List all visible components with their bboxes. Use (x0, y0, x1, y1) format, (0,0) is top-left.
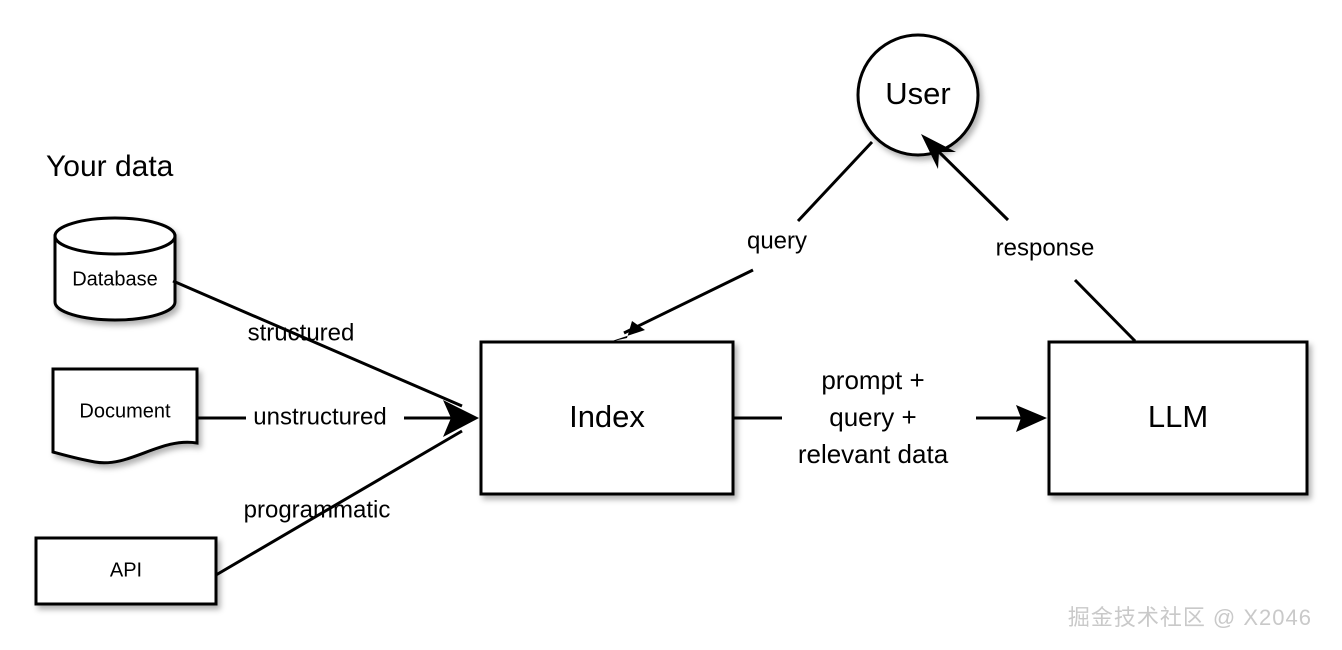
database-body (53, 234, 177, 322)
node-user[interactable] (856, 33, 980, 157)
edge-api-to-index (215, 429, 463, 577)
edge-database-to-index (172, 279, 463, 408)
edge-label-query: query (747, 227, 807, 254)
edge-label-prompt-line1: prompt + (821, 365, 924, 395)
user-label: User (885, 76, 950, 111)
database-label: Database (72, 268, 158, 290)
node-index[interactable] (479, 340, 735, 496)
api-body (34, 536, 218, 606)
edge-label-prompt-line2: query + (829, 402, 916, 432)
index-input-arrowhead (443, 400, 479, 437)
api-label: API (110, 559, 142, 581)
node-api[interactable] (34, 536, 218, 606)
edge-llm-to-user-seg1 (1073, 278, 1137, 343)
index-label: Index (569, 399, 645, 434)
database-top-ellipse (53, 216, 177, 256)
document-label: Document (79, 400, 171, 422)
node-llm[interactable] (1047, 340, 1309, 496)
response-arrowhead (921, 134, 956, 169)
edge-label-prompt-line3: relevant data (798, 439, 949, 469)
edge-llm-to-user-seg2 (933, 146, 1010, 222)
llm-label: LLM (1148, 399, 1208, 434)
watermark-text: 掘金技术社区 @ X2046 (1068, 605, 1312, 630)
edge-label-programmatic: programmatic (244, 496, 391, 523)
node-document[interactable] (51, 367, 199, 465)
data-sources-title: Your data (46, 150, 174, 183)
edge-label-response: response (996, 234, 1095, 261)
user-body (856, 33, 980, 157)
edge-label-unstructured: unstructured (253, 403, 386, 430)
edge-label-structured: structured (248, 319, 355, 346)
query-arrowhead (609, 321, 645, 342)
llm-body (1047, 340, 1309, 496)
llm-input-arrowhead (1016, 405, 1047, 432)
edge-user-to-index-seg2 (623, 268, 754, 335)
node-database[interactable] (53, 216, 177, 322)
edge-user-to-index-seg1 (796, 140, 874, 223)
document-body (51, 367, 199, 465)
index-body (479, 340, 735, 496)
